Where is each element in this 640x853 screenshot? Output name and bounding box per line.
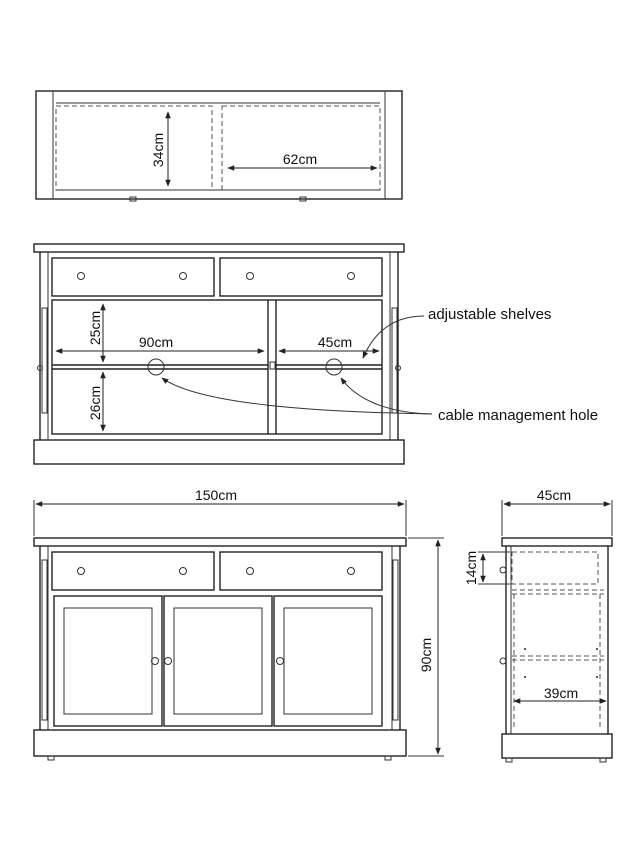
side-inner-depth-label: 39cm bbox=[544, 685, 578, 701]
interior-view: 25cm 26cm 90cm 45cm adjustable shelves c… bbox=[33, 243, 598, 465]
top-width-label: 62cm bbox=[283, 151, 317, 167]
lower-height-label: 26cm bbox=[87, 386, 103, 420]
side-drawer-height-label: 14cm bbox=[463, 551, 479, 585]
cable-hole-left bbox=[147, 358, 165, 376]
left-width-label: 90cm bbox=[139, 334, 173, 350]
front-view: 150cm 90cm bbox=[33, 487, 444, 761]
overall-height-label: 90cm bbox=[418, 638, 434, 672]
upper-height-label: 25cm bbox=[87, 311, 103, 345]
top-depth-label: 34cm bbox=[150, 133, 166, 167]
cable-hole-right bbox=[325, 358, 343, 376]
overall-width-label: 150cm bbox=[195, 487, 237, 503]
side-view: 45cm 14cm 39cm bbox=[463, 487, 613, 763]
annotation-cable-hole: cable management hole bbox=[438, 407, 598, 424]
annotation-adjustable-shelves: adjustable shelves bbox=[428, 306, 551, 323]
side-depth-label: 45cm bbox=[537, 487, 571, 503]
right-width-label: 45cm bbox=[318, 334, 352, 350]
drawer-top-view: 34cm 62cm bbox=[35, 90, 403, 202]
